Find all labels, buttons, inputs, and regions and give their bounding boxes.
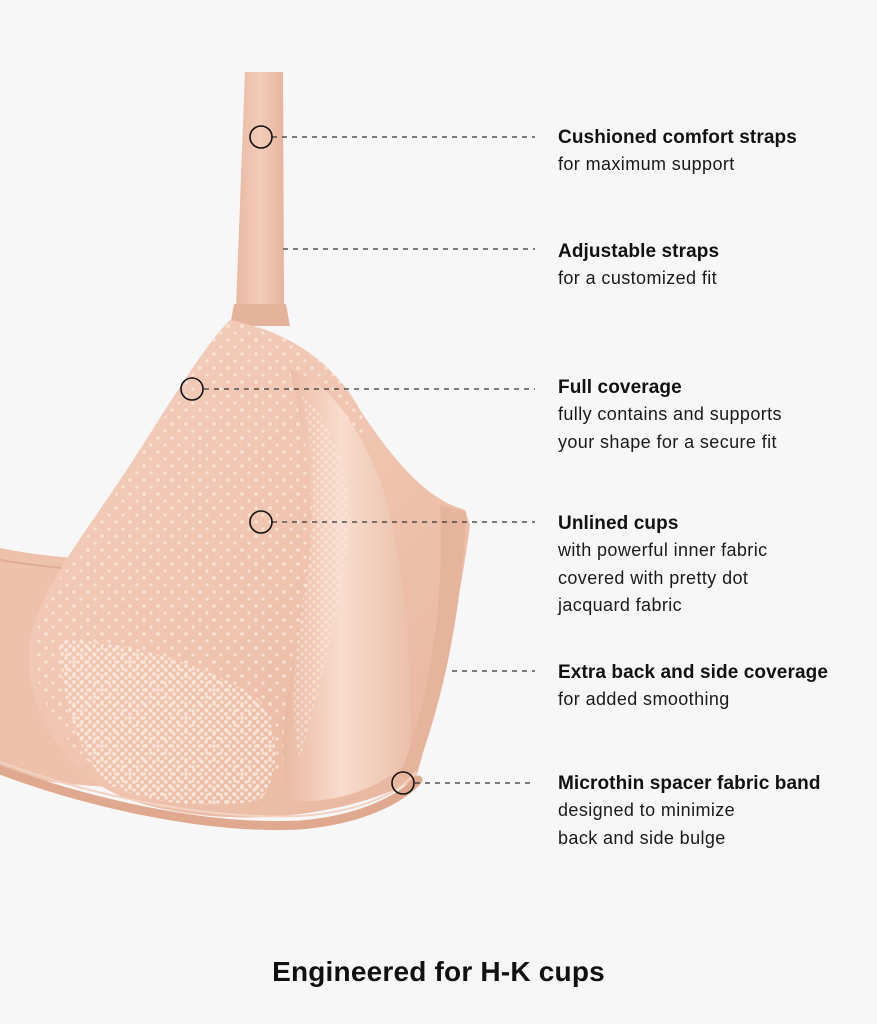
strap xyxy=(236,72,284,308)
feature-title: Extra back and side coverage xyxy=(558,662,828,683)
callout-marker-6 xyxy=(391,771,415,795)
feature-back-side-coverage: Extra back and side coverage for added s… xyxy=(558,659,858,714)
feature-unlined-cups: Unlined cups with powerful inner fabric … xyxy=(558,510,858,620)
callout-marker-3 xyxy=(180,377,204,401)
underwire-highlight xyxy=(0,761,417,818)
callouts xyxy=(180,125,535,795)
footer-title: Engineered for H-K cups xyxy=(272,956,605,987)
side-panel xyxy=(400,505,466,782)
feature-title: Full coverage xyxy=(558,377,682,398)
feature-desc-line: for a customized fit xyxy=(558,268,718,288)
feature-desc-line: jacquard fabric xyxy=(558,595,683,615)
feature-title: Microthin spacer fabric band xyxy=(558,773,821,794)
cup-dense-dots xyxy=(60,640,275,805)
callout-marker-4 xyxy=(249,510,273,534)
strap-slider xyxy=(230,304,290,326)
feature-spacer-band: Microthin spacer fabric band designed to… xyxy=(558,770,858,852)
feature-desc-line: covered with pretty dot xyxy=(558,567,749,588)
feature-title: Unlined cups xyxy=(558,513,679,534)
feature-title: Cushioned comfort straps xyxy=(558,127,797,148)
callout-marker-1 xyxy=(249,125,273,149)
underwire xyxy=(0,765,423,831)
feature-full-coverage: Full coverage fully contains and support… xyxy=(558,374,858,456)
feature-desc-line: designed to minimize xyxy=(558,800,736,820)
feature-desc-line: fully contains and supports xyxy=(558,404,782,424)
feature-desc-line: with powerful inner fabric xyxy=(558,540,768,560)
feature-desc-line: for added smoothing xyxy=(558,689,730,709)
feature-desc-line: back and side bulge xyxy=(558,827,726,848)
satin-dots xyxy=(293,390,350,760)
feature-title: Adjustable straps xyxy=(558,241,720,262)
feature-cushioned-straps: Cushioned comfort straps for maximum sup… xyxy=(558,124,858,179)
feature-desc-line: your shape for a secure fit xyxy=(558,431,777,452)
feature-desc-line: for maximum support xyxy=(558,154,735,174)
feature-adjustable-straps: Adjustable straps for a customized fit xyxy=(558,238,858,293)
